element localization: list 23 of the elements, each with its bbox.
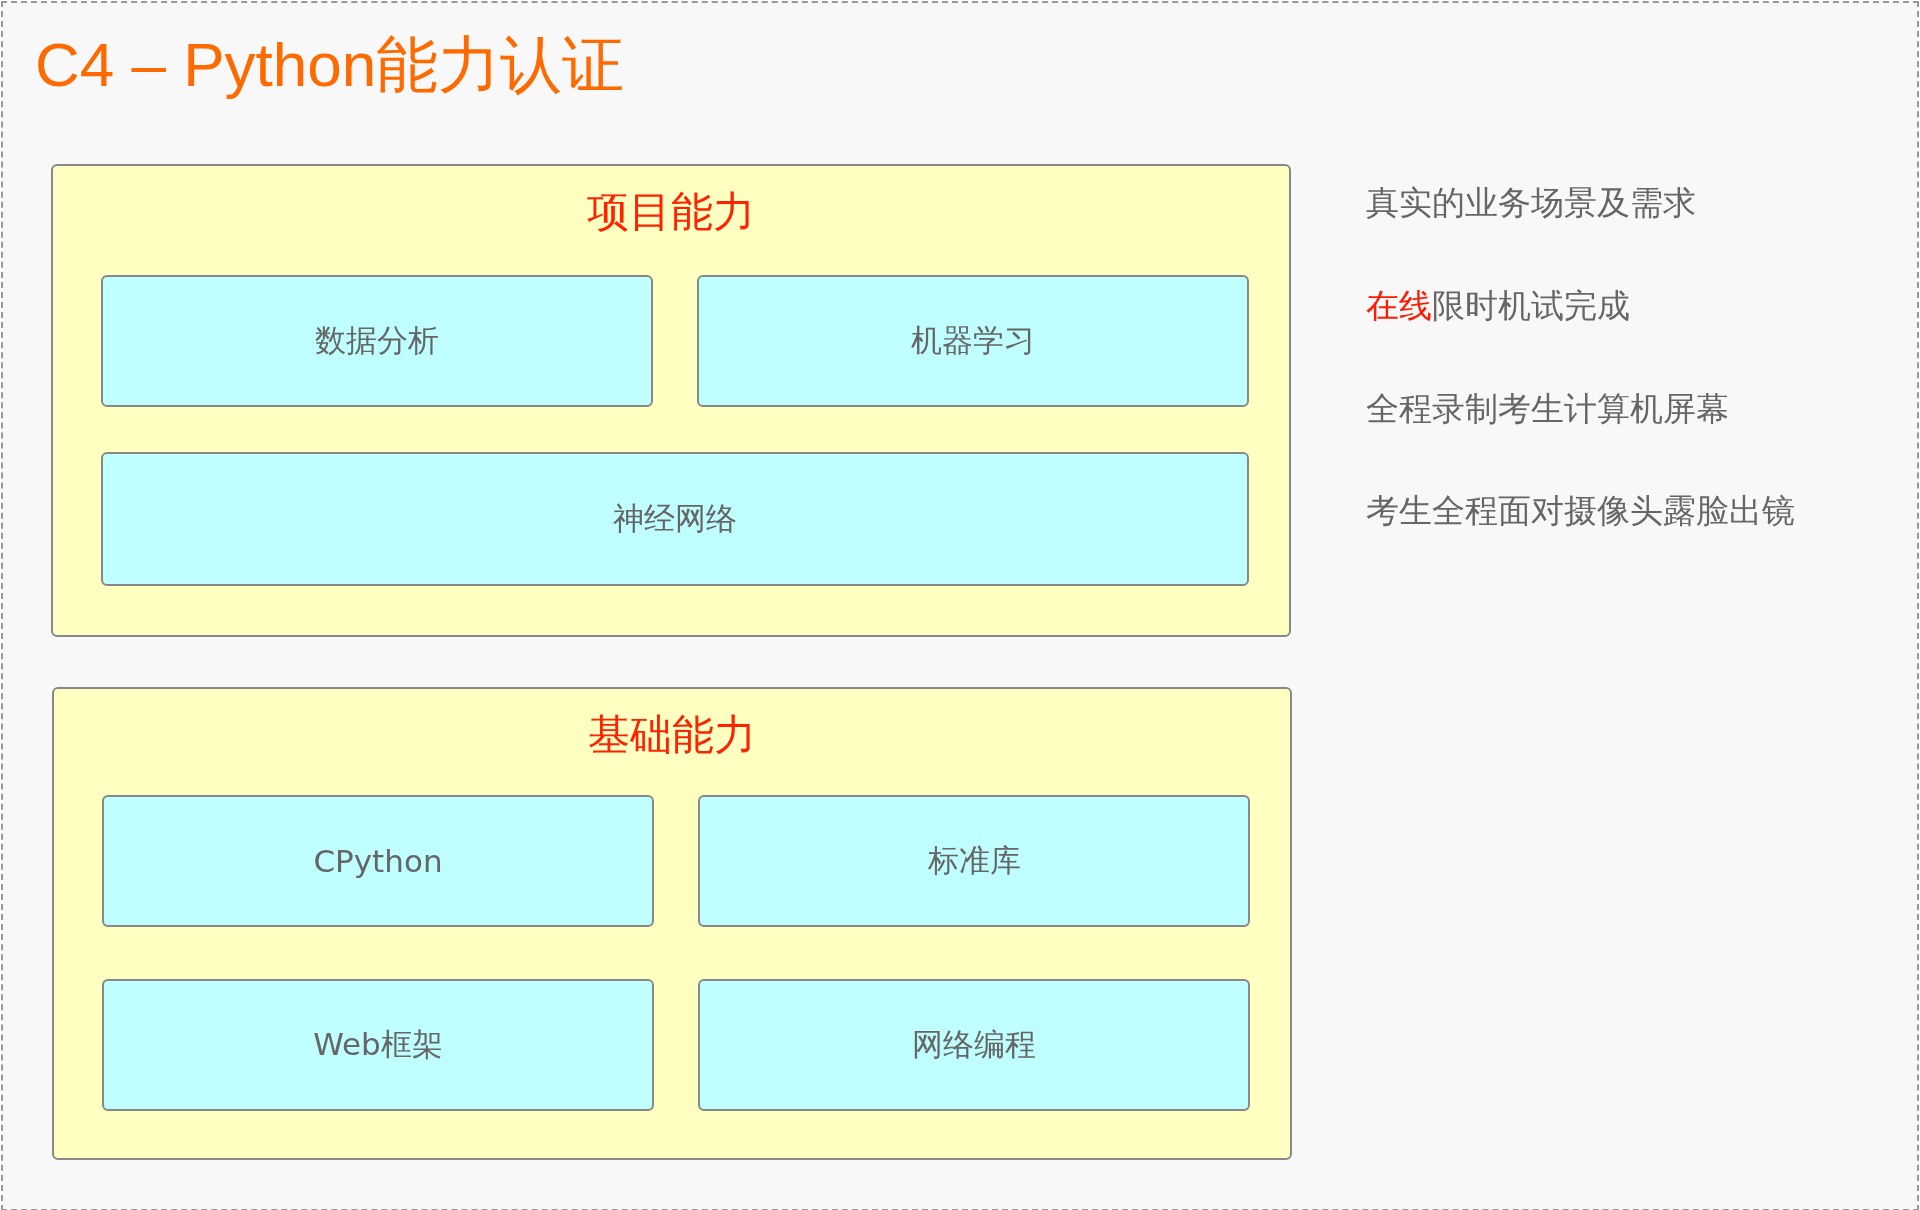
requirement-note: 在线限时机试完成: [1366, 285, 1630, 327]
module-box: [697, 275, 1249, 407]
group-heading: 基础能力: [588, 709, 756, 761]
group-panel: [52, 687, 1292, 1160]
module-box: [101, 452, 1249, 586]
requirement-note: 考生全程面对摄像头露脸出镜: [1366, 490, 1795, 532]
module-label: 数据分析: [315, 321, 439, 360]
module-box: [102, 979, 654, 1111]
module-box: [102, 795, 654, 927]
group-heading: 项目能力: [587, 186, 755, 238]
module-label: Web框架: [313, 1025, 443, 1064]
requirement-note: 全程录制考生计算机屏幕: [1366, 388, 1729, 430]
module-box: [698, 795, 1250, 927]
module-label: 机器学习: [911, 321, 1035, 360]
module-box: [698, 979, 1250, 1111]
module-label: 网络编程: [912, 1025, 1036, 1064]
module-box: [101, 275, 653, 407]
group-panel: [51, 164, 1291, 637]
module-label: 神经网络: [613, 499, 737, 538]
requirement-note: 真实的业务场景及需求: [1366, 182, 1696, 224]
module-label: CPython: [313, 843, 443, 879]
module-label: 标准库: [927, 841, 1021, 880]
title: C4 – Python能力认证: [35, 29, 625, 101]
